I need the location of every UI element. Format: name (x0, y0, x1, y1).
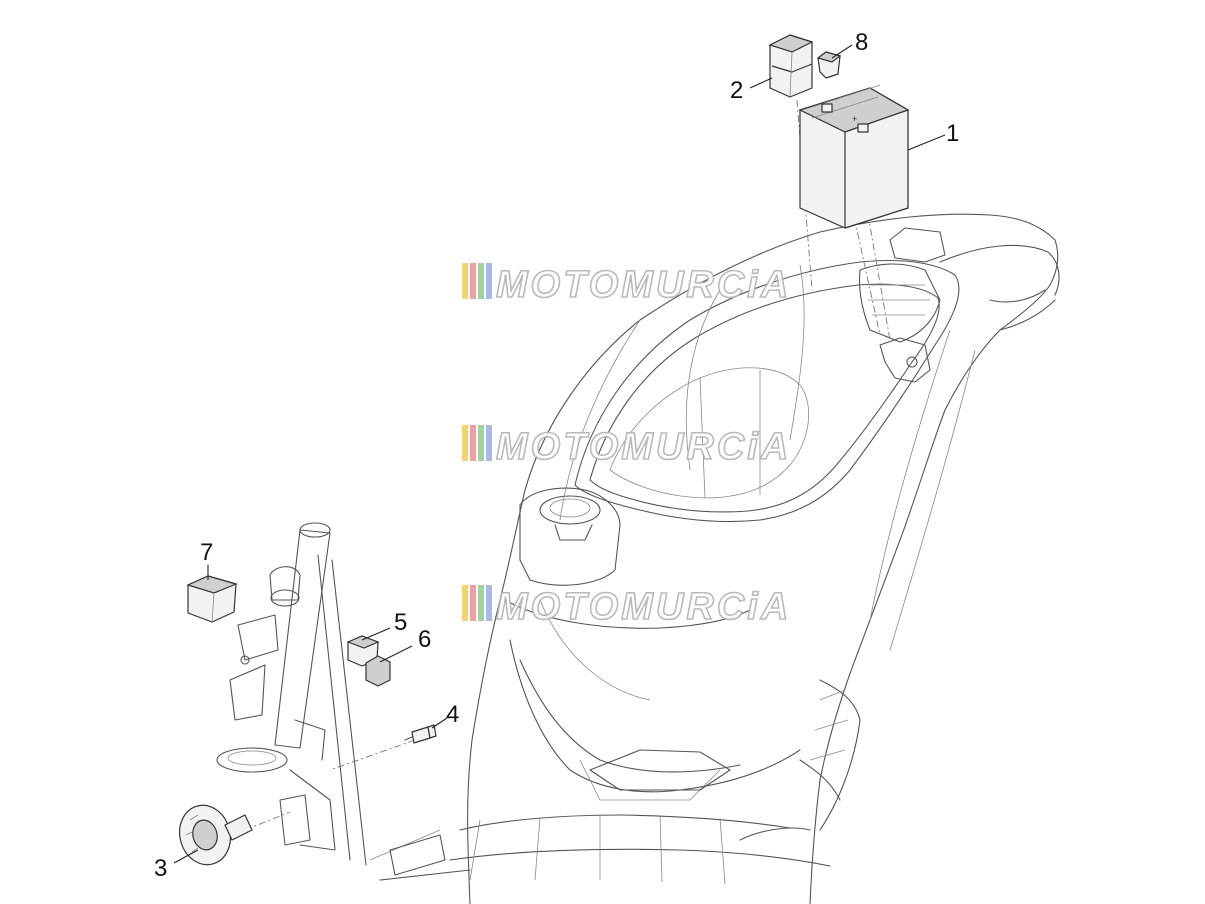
watermark-stripe (470, 263, 476, 299)
fuse-part[interactable] (816, 51, 842, 79)
relay-part-5[interactable] (346, 635, 380, 667)
horn-part[interactable] (173, 800, 253, 871)
watermark-stripe (478, 263, 484, 299)
watermark-stripe (486, 425, 492, 461)
watermark-stripe (486, 585, 492, 621)
watermark-stripe (462, 425, 468, 461)
callout-7: 7 (200, 539, 213, 566)
watermark-text: MOTOMURCiA (496, 264, 791, 306)
svg-text:+: + (852, 114, 857, 124)
callout-2: 2 (730, 77, 743, 104)
watermark-stripe (462, 585, 468, 621)
callout-8: 8 (855, 29, 868, 56)
watermark-stripe (478, 425, 484, 461)
watermark-stripe (478, 585, 484, 621)
watermark-3: MOTOMURCiA (462, 585, 791, 629)
watermark-1: MOTOMURCiA (462, 263, 791, 307)
relay-box-part[interactable] (768, 34, 814, 98)
callout-3: 3 (154, 855, 167, 882)
front-frame (216, 522, 471, 881)
callout-5: 5 (394, 609, 407, 636)
battery-part[interactable]: + (798, 84, 910, 229)
callout-6: 6 (418, 626, 431, 653)
watermark-stripe (470, 425, 476, 461)
screw-part[interactable] (404, 724, 437, 744)
callout-1: 1 (946, 120, 959, 147)
leader-lines (173, 44, 946, 864)
watermark-text: MOTOMURCiA (496, 426, 791, 468)
scooter-body (449, 213, 1060, 904)
connector-part-6[interactable] (365, 655, 391, 687)
watermark-stripe (462, 263, 468, 299)
relay-part-7[interactable] (186, 575, 238, 623)
watermark-2: MOTOMURCiA (462, 425, 791, 469)
watermark-text: MOTOMURCiA (496, 586, 791, 628)
watermark-stripe (470, 585, 476, 621)
callouts: 1 2 3 4 5 6 7 8 (154, 29, 959, 882)
watermark-stripe (486, 263, 492, 299)
callout-4: 4 (446, 701, 459, 728)
